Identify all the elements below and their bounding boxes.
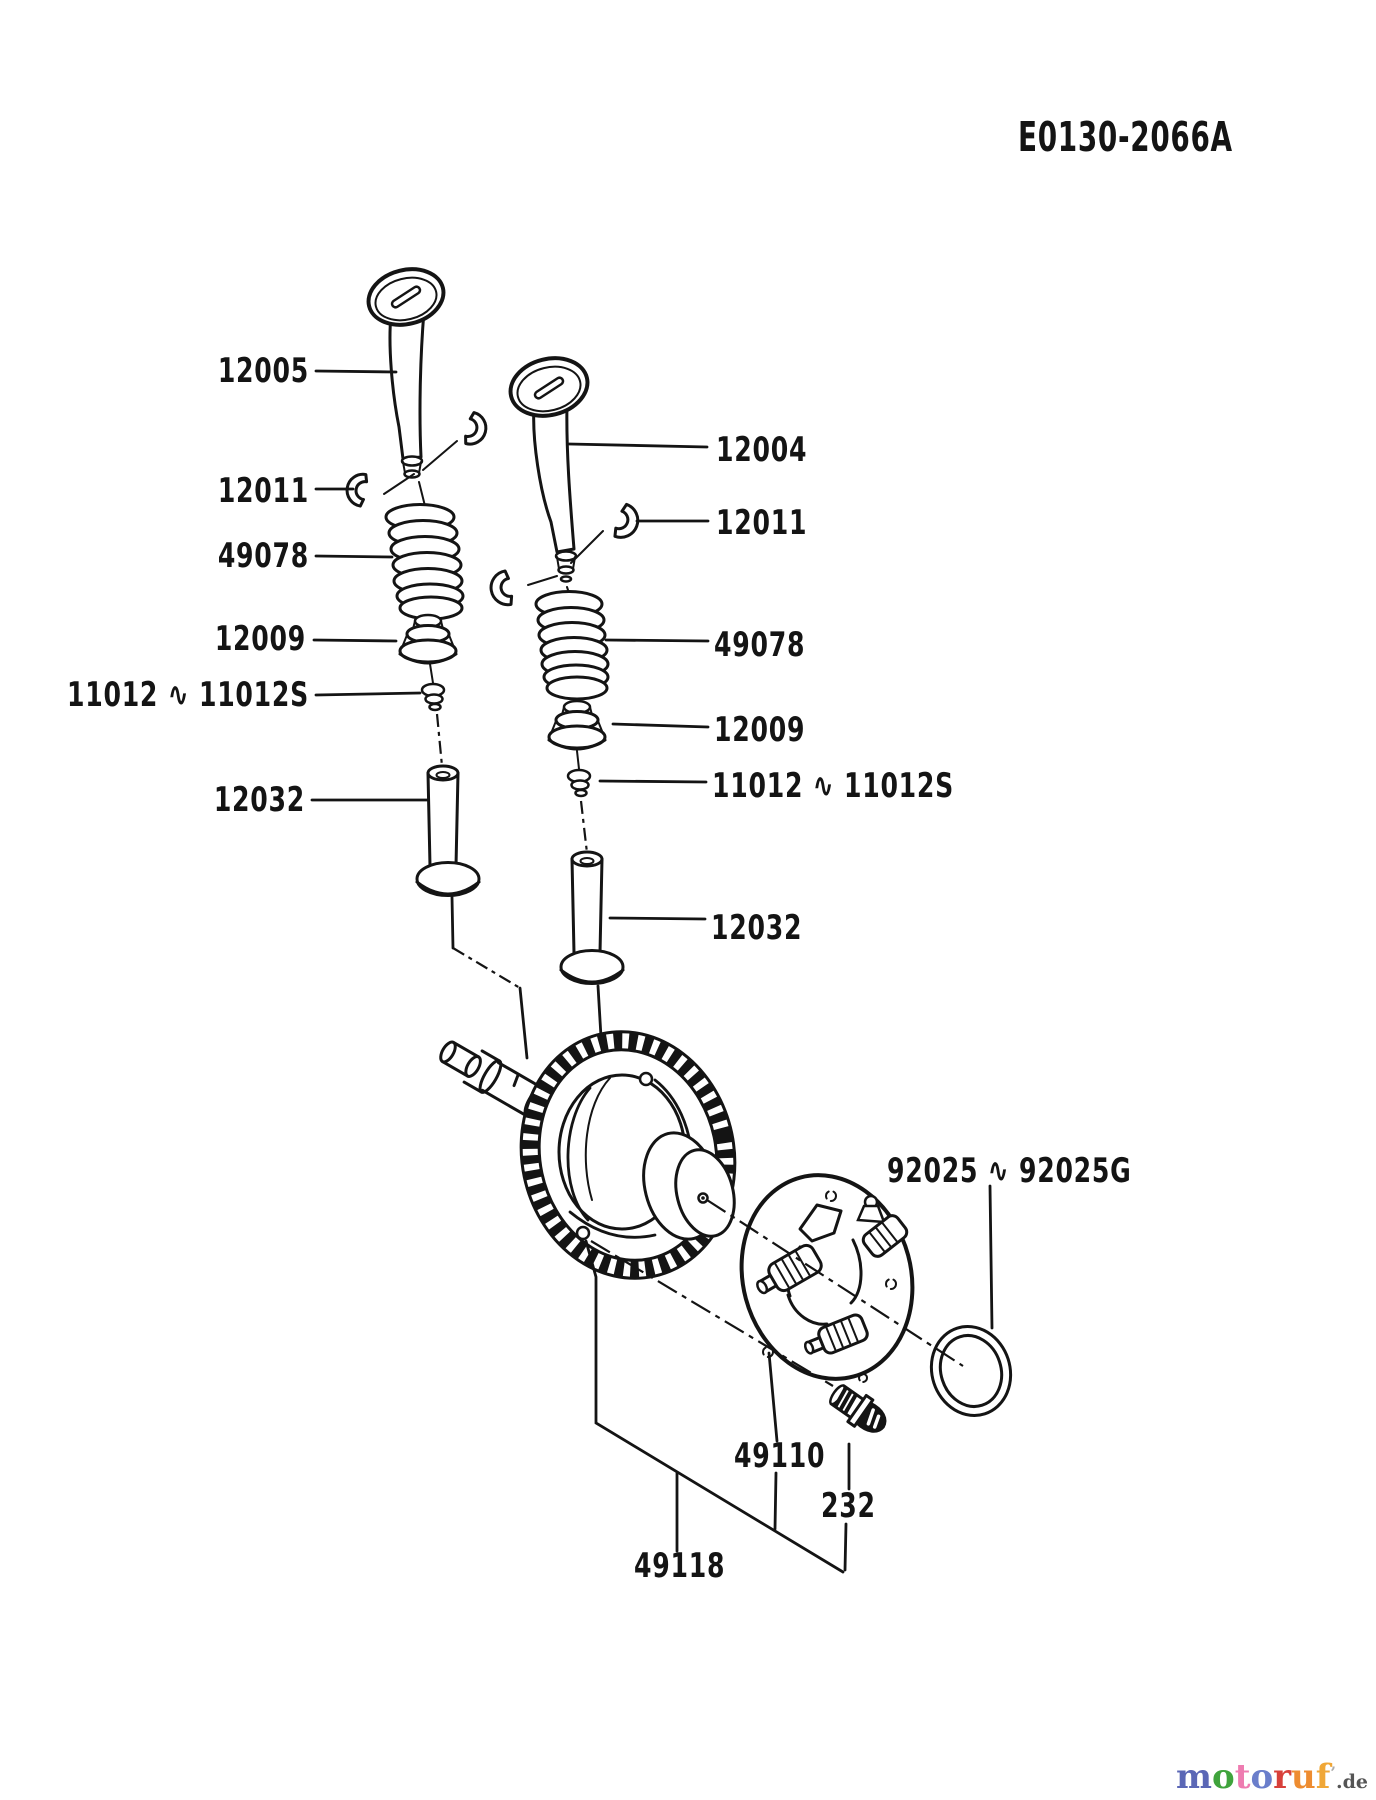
valve-spring-right-drawing: [534, 590, 610, 701]
logo-letter: u: [1291, 1757, 1316, 1797]
bolt-drawing: [829, 1384, 887, 1433]
axis-dash-left: [435, 713, 444, 767]
valve-keepers-drawing: [345, 411, 640, 607]
part-label-49078-right: 49078: [714, 625, 805, 665]
camshaft-axis-line: [706, 1199, 964, 1367]
valve-slot-mark: [533, 376, 565, 400]
bracket-lines: [584, 1239, 851, 1574]
governor-weight-upper: [856, 1194, 909, 1258]
part-label-12032-left: 12032: [214, 780, 305, 820]
leader-lines: [310, 369, 994, 1330]
bolt-axis-line: [590, 1240, 834, 1387]
governor-weight-left: [756, 1243, 823, 1295]
motoruf-watermark-logo: motoruf’.de: [1176, 1760, 1368, 1794]
part-label-12032-right: 12032: [711, 908, 802, 948]
part-label-12009-left: 12009: [215, 619, 306, 659]
part-label-11012-right: 11012 ∿ 11012S: [712, 766, 954, 806]
lash-cap-left-drawing: [420, 682, 446, 712]
logo-letter: t: [1234, 1757, 1251, 1797]
logo-domain-suffix: .de: [1336, 1771, 1368, 1793]
part-label-92025: 92025 ∿ 92025G: [887, 1151, 1132, 1191]
part-label-12004: 12004: [716, 430, 807, 470]
logo-letter: f: [1315, 1757, 1331, 1797]
governor-assembly-drawing: [739, 1173, 915, 1383]
part-label-12011-left: 12011: [218, 471, 309, 511]
part-label-12009-right: 12009: [714, 710, 805, 750]
logo-tick: ’: [1330, 1763, 1336, 1782]
part-label-11012-left: 11012 ∿ 11012S: [67, 675, 309, 715]
gear-hole-lower: [575, 1225, 591, 1241]
tappet-left-line: [450, 895, 455, 950]
gear-hole-upper: [638, 1071, 654, 1087]
valve-left-drawing: [366, 267, 446, 479]
part-label-232: 232: [821, 1486, 876, 1526]
o-ring-drawing: [929, 1325, 1013, 1417]
governor-weight-lower: [803, 1313, 869, 1355]
lash-cap-right-drawing: [566, 768, 592, 798]
axis-dash-right: [579, 800, 589, 854]
part-label-12011-right: 12011: [716, 503, 807, 543]
governor-rocker: [798, 1203, 843, 1243]
part-label-49078-left: 49078: [218, 536, 309, 576]
cam-gear-drawing: [519, 1030, 737, 1280]
logo-letter: m: [1176, 1757, 1213, 1797]
valve-spring-left-drawing: [384, 503, 465, 621]
tappet-left-drawing: [415, 764, 481, 897]
part-label-12005: 12005: [218, 351, 309, 391]
figure-code: E0130-2066A: [1018, 114, 1233, 162]
valve-right-drawing: [508, 356, 590, 583]
valve-slot-mark: [390, 285, 422, 309]
part-label-49110: 49110: [734, 1436, 825, 1476]
part-label-49118: 49118: [634, 1546, 725, 1586]
spring-retainer-right-drawing: [547, 699, 607, 751]
tappet-right-drawing: [559, 850, 625, 985]
spring-retainer-left-drawing: [398, 613, 458, 665]
logo-letter: o: [1212, 1757, 1235, 1797]
logo-letter: r: [1273, 1757, 1292, 1797]
logo-letter: o: [1250, 1757, 1274, 1797]
